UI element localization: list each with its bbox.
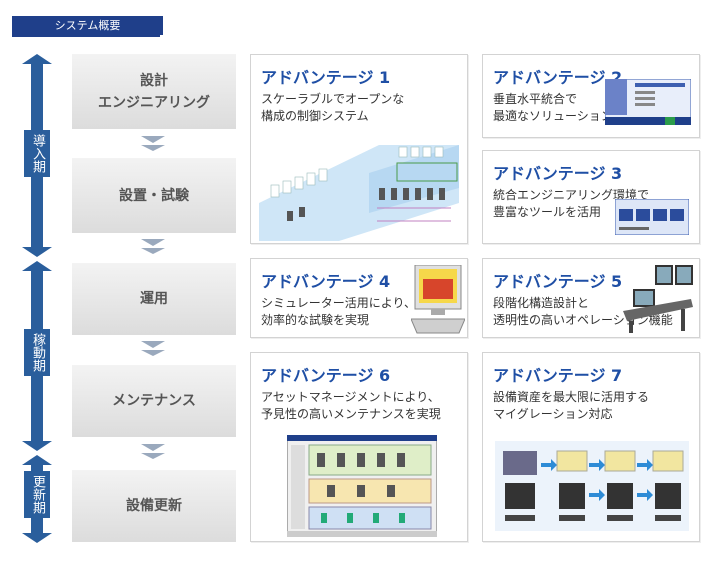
- arrow-down-icon: [22, 533, 52, 543]
- step-installation-test: 設置・試験: [72, 158, 236, 233]
- network-diagram-image: [259, 145, 459, 241]
- advantage-card-4[interactable]: アドバンテージ 4 シミュレーター活用により、効率的な試験を実現: [250, 258, 468, 338]
- phase-operation: 稼動期: [22, 261, 52, 451]
- step-equipment-renewal: 設備更新: [72, 470, 236, 542]
- integration-screen-image: [605, 79, 691, 125]
- phase-introduction: 導入期: [22, 54, 52, 257]
- arrow-up-icon: [22, 54, 52, 64]
- step-design-engineering: 設計 エンジニアリング: [72, 54, 236, 129]
- phase-renewal: 更新期: [22, 455, 52, 543]
- advantage-description: アセットマネージメントにより、予見性の高いメンテナンスを実現: [261, 390, 441, 421]
- arrow-down-icon: [22, 441, 52, 451]
- asset-management-screen-image: [287, 435, 437, 537]
- advantage-card-1[interactable]: アドバンテージ 1 スケーラブルでオープンな構成の制御システム: [250, 54, 468, 244]
- advantage-title: アドバンテージ 7: [493, 366, 623, 385]
- phase-label: 導入期: [24, 130, 50, 177]
- advantage-card-3[interactable]: アドバンテージ 3 統合エンジニアリング環境で豊富なツールを活用: [482, 150, 700, 244]
- step-arrow-icon: [141, 341, 165, 348]
- advantage-title: アドバンテージ 3: [493, 164, 623, 183]
- advantage-title: アドバンテージ 2: [493, 68, 623, 87]
- step-maintenance: メンテナンス: [72, 365, 236, 437]
- step-arrow-icon: [141, 239, 165, 246]
- advantage-card-5[interactable]: アドバンテージ 5 段階化構造設計と透明性の高いオペレーション機能: [482, 258, 700, 338]
- section-tab: システム概要: [12, 16, 163, 35]
- simulator-monitor-image: [411, 265, 465, 334]
- arrow-up-icon: [22, 455, 52, 465]
- phase-label: 更新期: [24, 471, 50, 518]
- step-arrow-icon: [141, 145, 165, 151]
- advantage-title: アドバンテージ 4: [261, 272, 391, 291]
- advantage-title: アドバンテージ 5: [493, 272, 623, 291]
- step-operation: 運用: [72, 263, 236, 335]
- advantage-description: シミュレーター活用により、効率的な試験を実現: [261, 296, 417, 327]
- advantage-description: スケーラブルでオープンな構成の制御システム: [261, 92, 405, 123]
- migration-diagram-image: [495, 441, 689, 531]
- advantage-title: アドバンテージ 1: [261, 68, 391, 87]
- advantage-description: 設備資産を最大限に活用するマイグレーション対応: [493, 390, 650, 421]
- advantage-card-6[interactable]: アドバンテージ 6 アセットマネージメントにより、予見性の高いメンテナンスを実現: [250, 352, 468, 542]
- tools-image: [615, 199, 689, 235]
- arrow-down-icon: [22, 247, 52, 257]
- operation-console-image: [623, 265, 693, 333]
- advantage-card-7[interactable]: アドバンテージ 7 設備資産を最大限に活用するマイグレーション対応: [482, 352, 700, 542]
- step-arrow-icon: [141, 453, 165, 459]
- phase-label: 稼動期: [24, 329, 50, 376]
- advantage-description: 垂直水平統合で最適なソリューション: [493, 92, 613, 123]
- step-arrow-icon: [141, 248, 165, 254]
- arrow-up-icon: [22, 261, 52, 271]
- section-underline: [12, 35, 160, 37]
- advantage-description: 統合エンジニアリング環境で豊富なツールを活用: [493, 188, 650, 219]
- step-arrow-icon: [141, 350, 165, 356]
- step-arrow-icon: [141, 444, 165, 451]
- step-arrow-icon: [141, 136, 165, 143]
- advantage-title: アドバンテージ 6: [261, 366, 391, 385]
- advantage-card-2[interactable]: アドバンテージ 2 垂直水平統合で最適なソリューション: [482, 54, 700, 138]
